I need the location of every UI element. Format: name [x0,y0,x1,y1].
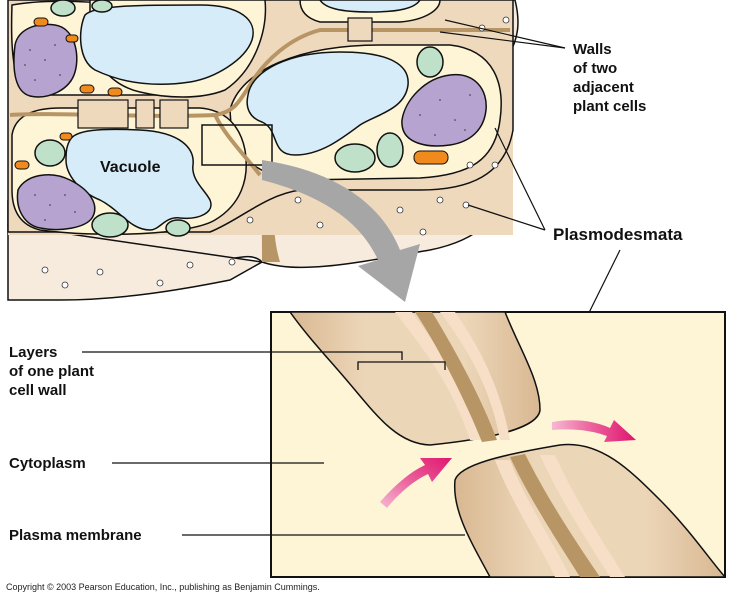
layer-brackets [270,351,446,370]
label-vacuole: Vacuole [100,159,161,176]
vacuole-top [79,4,254,86]
flow-arrow-left-icon [380,458,452,508]
nucleus-dots [24,44,471,221]
chloroplasts [34,0,444,238]
label-cytoplasm: Cytoplasm [9,455,86,472]
label-layers-line-1: Layers [9,344,58,361]
flow-arrow-right-icon [552,420,636,442]
wall-slab-bottom-left [7,224,265,301]
nucleus-right [401,74,487,147]
zoom-arrow-icon [262,160,420,302]
nucleus-bottom-left [16,174,96,231]
label-walls-line-4: plant cells [573,98,647,115]
label-walls-line-3: adjacent [573,79,634,96]
inset-middle-lamella [415,312,497,442]
label-walls-line-2: of two [573,60,618,77]
label-plasmodesmata: Plasmodesmata [553,225,683,244]
mitochondria [14,17,449,170]
copyright-notice: Copyright © 2003 Pearson Education, Inc.… [6,582,320,592]
label-walls: Walls of two adjacent plant cells [573,40,646,116]
label-layers-line-3: cell wall [9,382,67,399]
label-layers-line-2: of one plant [9,363,94,380]
label-plasma-membrane: Plasma membrane [9,527,142,544]
cell-tissue-illustration [7,0,519,301]
label-layers: Layers of one plant cell wall [9,343,94,400]
middle-lamella [9,28,510,177]
zoom-region-box [201,124,273,166]
vacuole-left [65,128,212,231]
wall-pits [77,17,373,129]
pointer-lines-inset [82,351,465,536]
label-walls-line-1: Walls [573,41,612,58]
vacuole-right [246,51,409,156]
vacuole-top-small [319,0,421,13]
inset-panel [270,311,726,578]
